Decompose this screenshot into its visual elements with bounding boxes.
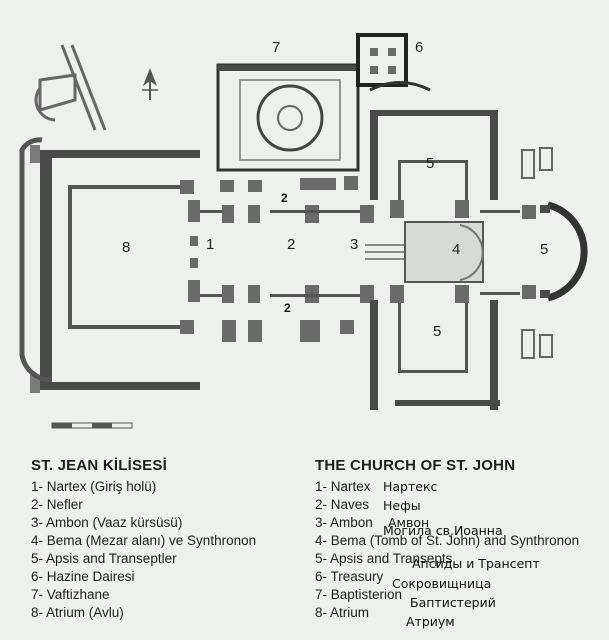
scale-bar [51,422,133,429]
annex-upper-left [34,44,107,131]
transepts [370,110,588,410]
legend-english-title: THE CHURCH OF ST. JOHN [315,457,516,474]
ru-tomb: Могила св.Иоанна [383,523,503,538]
legend-tr-item: 4- Bema (Mezar alanı) ve Synthronon [31,533,257,548]
legend-en-item: 5- Apsis and Transepts [315,551,453,566]
legend-tr-item: 8- Atrium (Avlu) [31,605,124,620]
ru-naves: Нефы [383,498,421,513]
label-baptisterion: 7 [272,39,280,56]
legend-english: THE CHURCH OF ST. JOHN 1- Nartex 2- Nave… [315,457,579,622]
legend-turkish: ST. JEAN KİLİSESİ 1- Nartex (Giriş holü)… [31,457,256,622]
legend-tr-item: 2- Nefler [31,497,83,512]
legend-tr-item: 5- Apsis and Transeptler [31,551,177,566]
legend-en-item: 4- Bema (Tomb of St. John) and Synthrono… [315,533,580,548]
label-transept-south: 5 [433,323,441,340]
legend-turkish-title: ST. JEAN KİLİSESİ [31,457,167,474]
ru-atrium: Атриум [406,614,455,629]
nave-piers [200,176,374,342]
legend-tr-item: 1- Nartex (Giriş holü) [31,479,157,494]
ambon-lines [365,244,405,260]
ru-treasury: Сокровищница [392,576,492,591]
label-nave-marker-north: 2 [281,191,288,205]
legend-en-item: 1- Nartex [315,479,371,494]
label-treasury: 6 [415,39,423,56]
label-nave: 2 [287,236,295,253]
label-bema: 4 [452,241,460,258]
atrium-colonnade [68,180,194,334]
church-floor-plan: 7 6 5 8 1 2 3 4 5 5 2 2 [19,33,588,429]
ru-nartex: Нартекс [383,479,438,494]
bema [404,221,484,283]
ru-ambon: Амвон [388,515,430,530]
legend-tr-item: 7- Vaftizhane [31,587,110,602]
treasury-block [356,33,431,92]
legend-en-item: 6- Treasury [315,569,384,584]
ru-baptisterion: Баптистерий [410,595,496,610]
north-arrow-icon [142,68,158,100]
label-nave-marker-south: 2 [284,301,291,315]
label-nartex: 1 [206,236,214,253]
label-atrium: 8 [122,239,130,256]
legend-en-item: 3- Ambon [315,515,373,530]
legend-en-item: 7- Baptisterion [315,587,403,602]
legend-tr-item: 6- Hazine Dairesi [31,569,135,584]
ru-apse: Апсиды и Трансепт [412,556,540,571]
label-ambon: 3 [350,236,358,253]
legend-en-item: 8- Atrium [315,605,370,620]
label-apse: 5 [540,241,548,258]
nartex [188,200,200,302]
legend-en-item: 2- Naves [315,497,370,512]
label-transept-north: 5 [426,155,434,172]
atrium-walls [19,137,200,393]
baptisterion-block [216,63,360,172]
legend-tr-item: 3- Ambon (Vaaz kürsüsü) [31,515,183,530]
